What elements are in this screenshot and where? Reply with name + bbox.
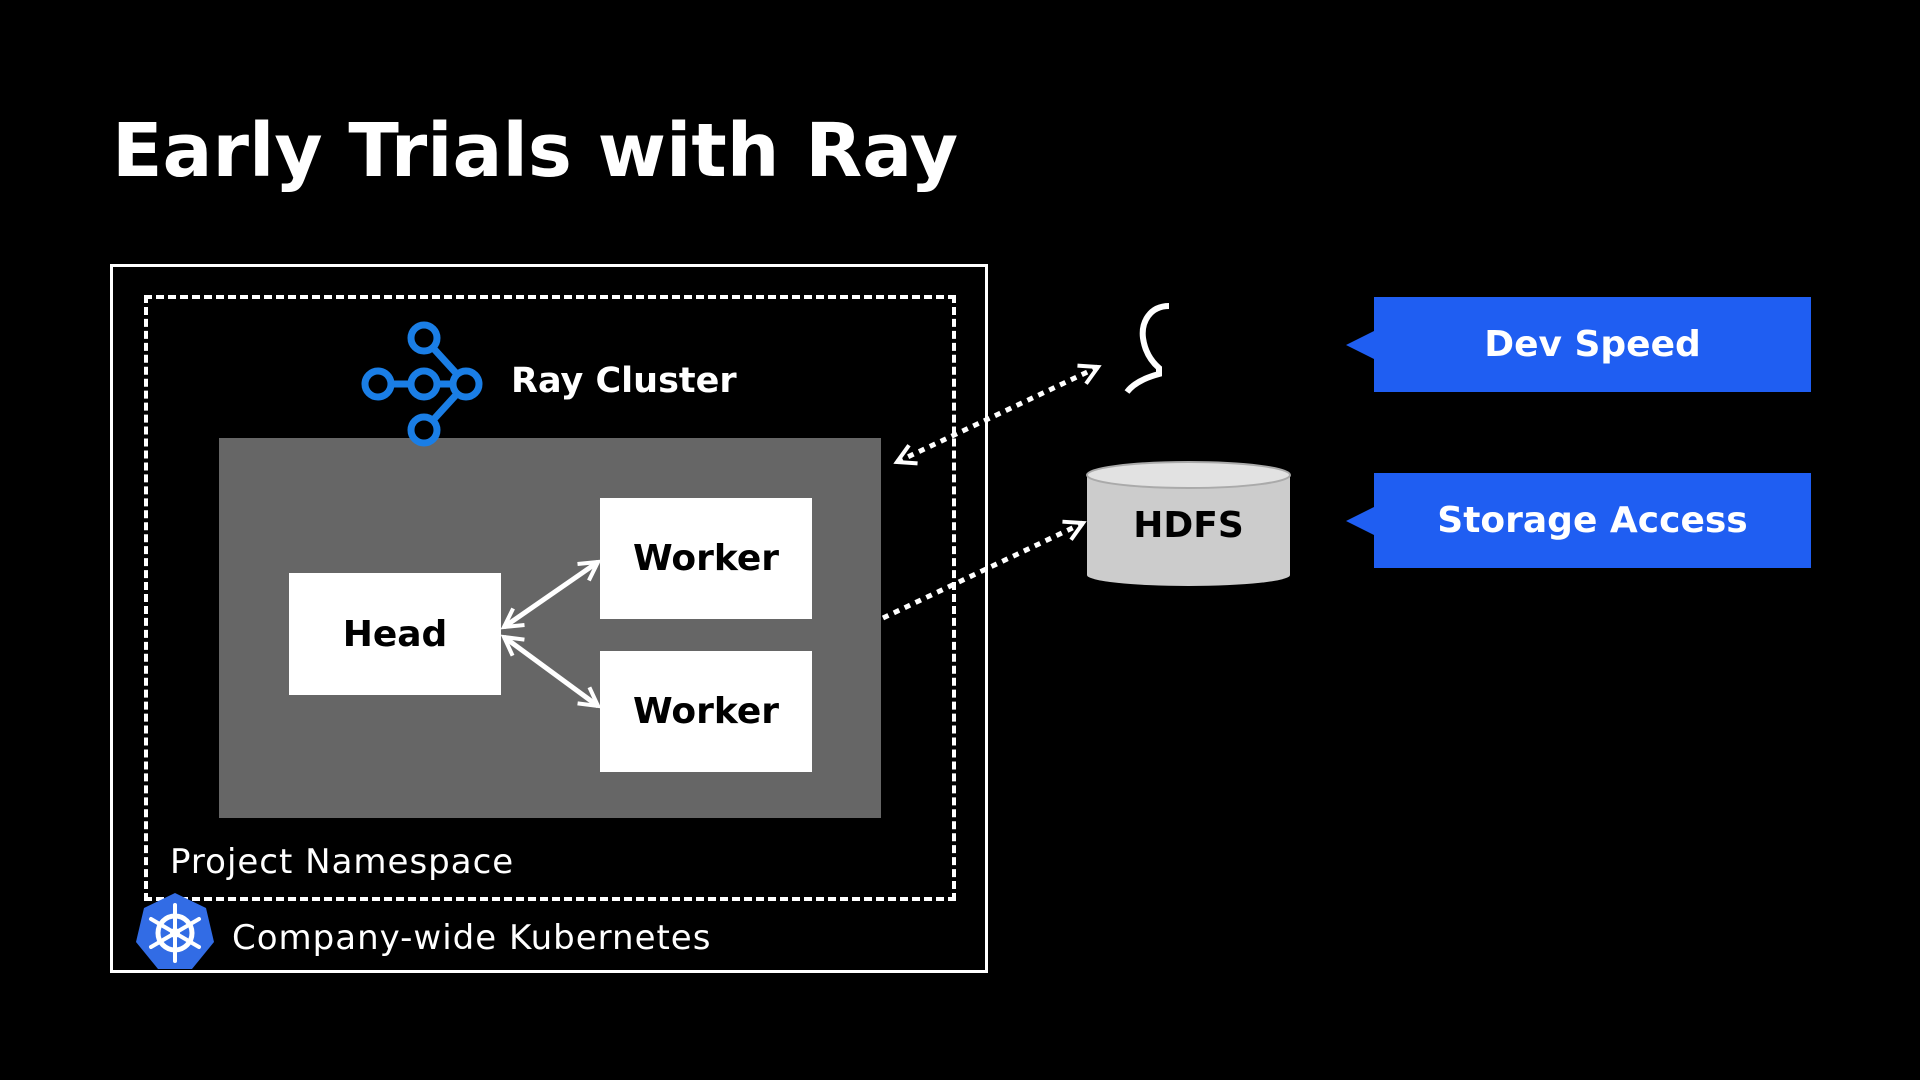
ray-logo-icon <box>361 321 483 447</box>
dotted-connections <box>881 367 1098 621</box>
head-worker2-arrow <box>504 637 598 706</box>
worker-node-2: Worker <box>600 651 812 772</box>
worker-node-1: Worker <box>600 498 812 619</box>
dev-speed-callout: Dev Speed <box>1374 297 1811 392</box>
user-cluster-link <box>897 367 1098 462</box>
kubernetes-boundary <box>110 264 988 973</box>
head-node: Head <box>289 573 501 695</box>
user-icon <box>1124 303 1170 394</box>
page-title: Early Trials with Ray <box>112 108 959 194</box>
hdfs-label: HDFS <box>1133 505 1244 546</box>
ray-cluster-label: Ray Cluster <box>511 361 737 401</box>
storage-access-callout: Storage Access <box>1374 473 1811 568</box>
kubernetes-icon <box>136 893 214 969</box>
namespace-boundary <box>144 295 956 901</box>
head-worker-arrows <box>504 562 598 706</box>
namespace-label: Project Namespace <box>170 842 515 882</box>
head-worker1-arrow <box>504 562 598 627</box>
hdfs-cylinder-icon <box>1086 461 1291 586</box>
cluster-hdfs-link <box>881 523 1083 621</box>
kubernetes-label: Company-wide Kubernetes <box>232 918 712 958</box>
